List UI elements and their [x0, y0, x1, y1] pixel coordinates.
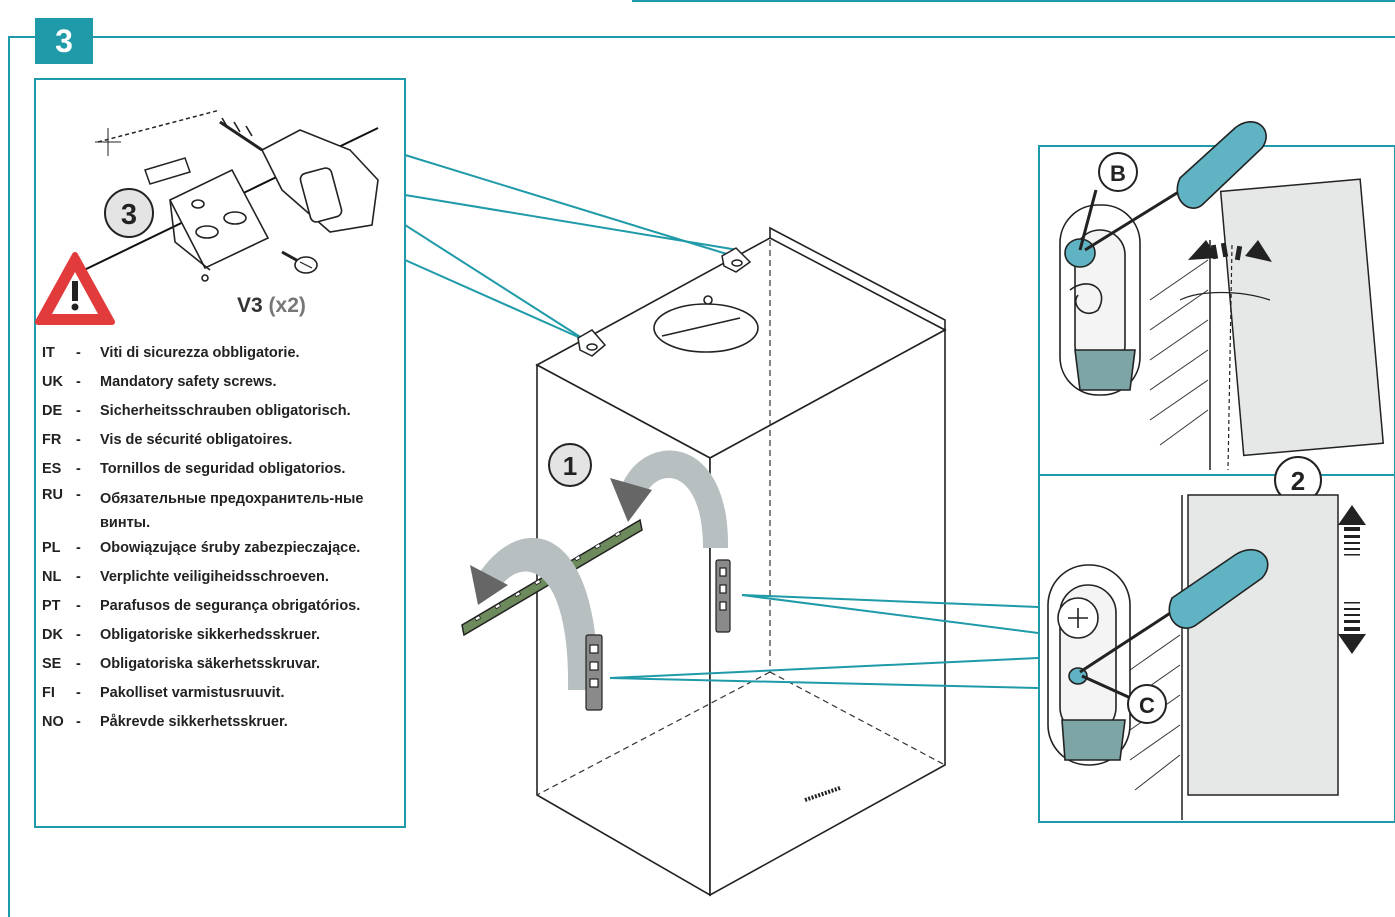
wall-plug-drawing: [95, 109, 221, 185]
wall-plate-upper: [1149, 178, 1385, 470]
hidden-edges: [536, 240, 946, 796]
rotate-arrow-right: [610, 450, 729, 548]
callout-3: 3: [104, 188, 154, 238]
screw-code-label: V3 (x2): [237, 294, 306, 318]
step-number-badge: 3: [35, 18, 93, 64]
leader-lines-right: [609, 594, 1039, 689]
angle-indicator: [1179, 244, 1271, 471]
top-bracket-left: [577, 329, 607, 357]
side-hook-lower: [585, 634, 603, 711]
language-item-de: DE-Sicherheitsschrauben obligatorisch.: [42, 402, 351, 419]
language-item-es: ES-Tornillos de seguridad obligatorios.: [42, 460, 346, 477]
safety-screw-language-list: IT-Viti di sicurezza obbligatorie. UK-Ma…: [42, 338, 435, 736]
language-item-it: IT-Viti di sicurezza obbligatorie.: [42, 344, 300, 361]
bracket-drawing-upper: [1059, 204, 1141, 396]
tilt-arrows-icon: [1188, 240, 1272, 262]
callout-b: B: [1078, 152, 1138, 251]
screw-code: V3: [237, 294, 263, 317]
callout-2-label: 2: [1291, 466, 1305, 496]
language-item-pt: PT-Parafusos de segurança obrigatórios.: [42, 597, 361, 614]
callout-1: 1: [548, 443, 592, 487]
drill-drawing: [219, 117, 379, 233]
language-item-nl: NL-Verplichte veiligiheidsschroeven.: [42, 568, 329, 585]
top-rule: [632, 0, 1395, 2]
header-rule: [8, 36, 1395, 38]
screwdriver-lower: [1079, 548, 1269, 674]
anchor-bracket-drawing: [168, 168, 270, 282]
callout-1-label: 1: [563, 451, 577, 481]
screw-drawing: [281, 250, 318, 274]
language-item-no: NO-Påkrevde sikkerhetsskruer.: [42, 713, 288, 730]
boiler-unit-drawing: [535, 226, 947, 897]
rotate-arrow-left: [470, 537, 599, 690]
language-item-pl: PL-Obowiązujące śruby zabezpieczające.: [42, 539, 361, 556]
language-item-dk: DK-Obligatoriske sikkerhedsskruer.: [42, 626, 321, 643]
move-down-arrow-icon: [1338, 602, 1366, 654]
side-hook-upper: [715, 559, 731, 633]
language-item-fi: FI-Pakolliset varmistusruuvit.: [42, 684, 285, 701]
callout-b-label: B: [1110, 161, 1126, 186]
top-bracket-right: [721, 247, 752, 273]
language-item-fr: FR-Vis de sécurité obligatoires.: [42, 431, 293, 448]
screw-quantity: (x2): [268, 294, 306, 317]
language-item-se: SE-Obligatoriska säkerhetsskruvar.: [42, 655, 321, 672]
leader-lines-top: [404, 154, 739, 341]
screwdriver-upper: [1084, 121, 1267, 252]
wall-plate-lower: [1129, 494, 1339, 820]
callout-3-label: 3: [121, 199, 137, 231]
callout-c-label: C: [1139, 693, 1155, 718]
move-up-arrow-icon: [1338, 505, 1366, 556]
callout-c: C: [1081, 674, 1167, 724]
language-item-ru: RU-Обязательные предохранитель-ные винты…: [42, 487, 364, 531]
left-rule: [8, 36, 10, 917]
wall-hatching-upper: [1149, 259, 1209, 446]
warning-icon: [35, 252, 115, 325]
language-item-uk: UK-Mandatory safety screws.: [42, 373, 277, 390]
